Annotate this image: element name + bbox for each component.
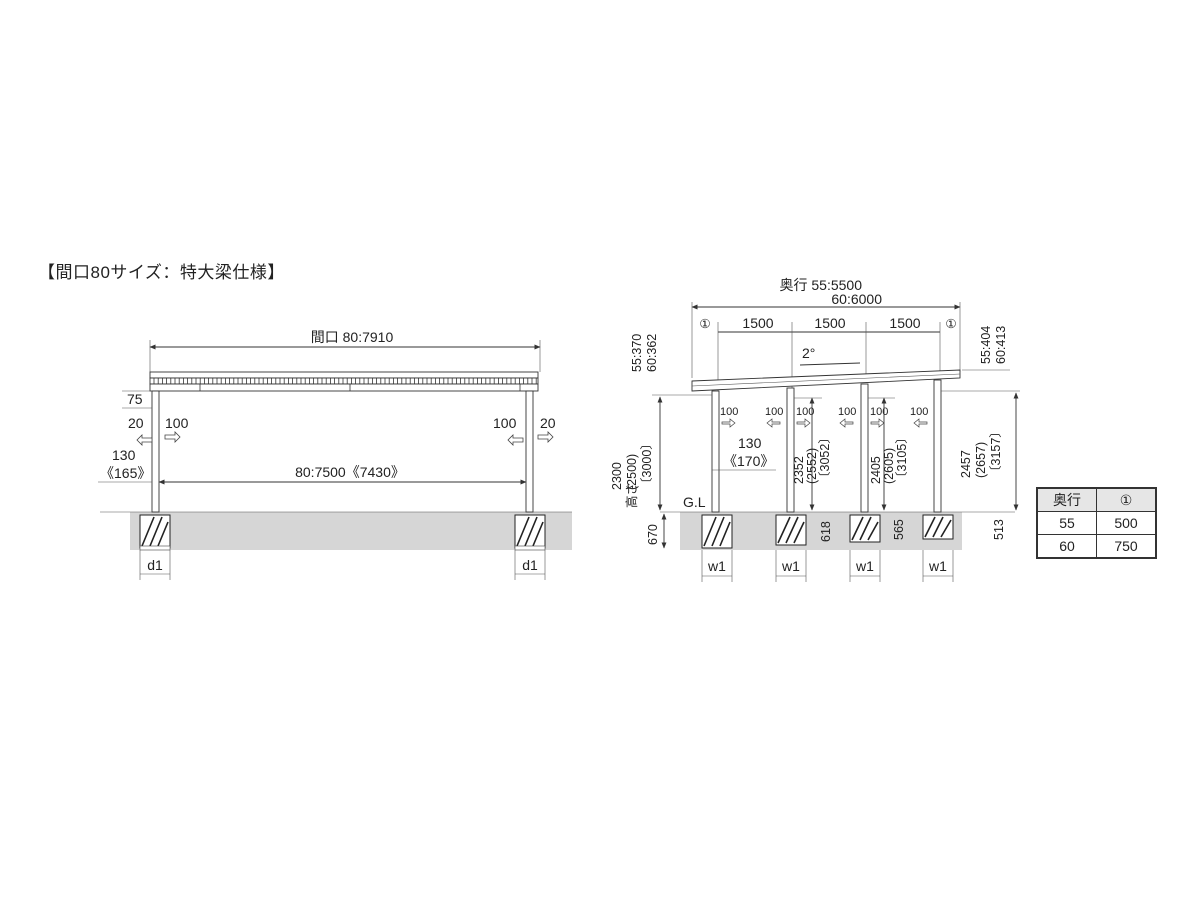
spec-cell: 60 — [1036, 534, 1097, 559]
post3-h-3: 〔3105〕 — [895, 431, 909, 484]
front-left-footing — [139, 514, 171, 551]
spec-row: 60 750 — [1036, 534, 1157, 559]
post3-h-1: 2405 — [869, 456, 883, 484]
left-offset-b: 100 — [165, 415, 189, 431]
post-section: 130 — [738, 435, 762, 451]
circle-mark-right: ① — [945, 317, 956, 331]
post2-h-1: 2352 — [792, 456, 806, 484]
bay-2: 1500 — [814, 315, 845, 331]
ground-label: G.L — [683, 494, 706, 510]
spec-header-depth: 奥行 — [1036, 487, 1097, 512]
height-value-3: 〔3000〕 — [640, 437, 654, 490]
offset-100-5: 100 — [870, 406, 888, 418]
offset-100-1: 100 — [720, 406, 738, 418]
spec-header-row: 奥行 ① — [1036, 487, 1157, 512]
height-value-2: (2500) — [625, 454, 639, 490]
spec-cell: 55 — [1036, 511, 1097, 535]
spec-cell: 500 — [1096, 511, 1157, 535]
post-depth-alt: 《165》 — [100, 465, 151, 481]
post3-h-2: (2605) — [882, 448, 896, 484]
left-roof-thk-1: 55:370 — [630, 334, 644, 372]
side-post-4 — [933, 379, 942, 513]
embed-4: 513 — [992, 519, 1006, 540]
overhang-label: 75 — [127, 391, 143, 407]
post4-h-1: 2457 — [959, 450, 973, 478]
offset-100-4: 100 — [838, 406, 856, 418]
height-value-1: 2300 — [610, 462, 624, 490]
spec-cell: 750 — [1096, 534, 1157, 559]
depth-line2: 60:6000 — [831, 291, 882, 307]
offset-arrow-1 — [721, 418, 736, 428]
spec-row: 55 500 — [1036, 511, 1157, 535]
depth-line1: 奥行 55:5500 — [780, 277, 863, 293]
post4-h-3: 〔3157〕 — [989, 425, 1003, 478]
left-roof-thk-2: 60:362 — [645, 334, 659, 372]
side-post-1 — [711, 390, 720, 513]
front-right-post — [525, 390, 534, 513]
embed-2: 618 — [819, 521, 833, 542]
footing-w1-1: w1 — [707, 558, 726, 574]
offset-100-6: 100 — [910, 406, 928, 418]
post4-h-2: (2657) — [974, 442, 988, 478]
post2-h-2: (2552) — [805, 448, 819, 484]
right-offset-a: 100 — [493, 415, 517, 431]
side-footing-4 — [922, 514, 954, 540]
slope-line — [799, 362, 861, 366]
front-left-post — [151, 390, 160, 513]
footing-w1-4: w1 — [928, 558, 947, 574]
bay-1: 1500 — [742, 315, 773, 331]
diagram-title: 【間口80サイズ：特大梁仕様】 — [38, 263, 285, 282]
offset-100-2: 100 — [765, 406, 783, 418]
footing-left-label: d1 — [147, 557, 163, 573]
overall-width-label: 間口 80:7910 — [311, 329, 394, 345]
side-footing-1 — [701, 514, 733, 549]
footing-w1-2: w1 — [781, 558, 800, 574]
post2-h-3: 〔3052〕 — [818, 431, 832, 484]
left-offset-a: 20 — [128, 415, 144, 431]
footing-w1-3: w1 — [855, 558, 874, 574]
spec-table: 奥行 ① 55 500 60 750 — [1036, 487, 1157, 559]
right-offset-b: 20 — [540, 415, 556, 431]
side-post-2 — [786, 387, 795, 513]
circle-mark-left: ① — [699, 317, 710, 331]
height-label: 高さ — [624, 483, 639, 508]
inner-span-label: 80:7500《7430》 — [295, 464, 405, 480]
footing-right-label: d1 — [522, 557, 538, 573]
right-roof-thk-1: 55:404 — [979, 326, 993, 364]
slope-label: 2° — [802, 345, 815, 361]
side-post-3 — [860, 383, 869, 513]
post-section-alt: 《170》 — [723, 453, 774, 469]
front-ground — [130, 512, 572, 550]
front-roof — [149, 371, 539, 392]
bay-3: 1500 — [889, 315, 920, 331]
front-view: 間口 80:7910 75 20 100 100 20 130 《165》 — [98, 329, 572, 580]
post-depth: 130 — [112, 447, 136, 463]
right-roof-thk-2: 60:413 — [994, 326, 1008, 364]
side-view: 奥行 55:5500 60:6000 ① ① 1500 1500 1500 2°… — [610, 277, 1020, 582]
embed-left: 670 — [646, 524, 660, 545]
right-arrow-icon — [537, 431, 554, 443]
front-right-footing — [514, 514, 546, 551]
left-arrow-icon — [164, 431, 181, 443]
side-roof — [691, 369, 961, 392]
side-footing-3 — [849, 514, 881, 543]
embed-3: 565 — [892, 519, 906, 540]
spec-header-circle: ① — [1096, 487, 1157, 512]
side-footing-2 — [775, 514, 807, 546]
